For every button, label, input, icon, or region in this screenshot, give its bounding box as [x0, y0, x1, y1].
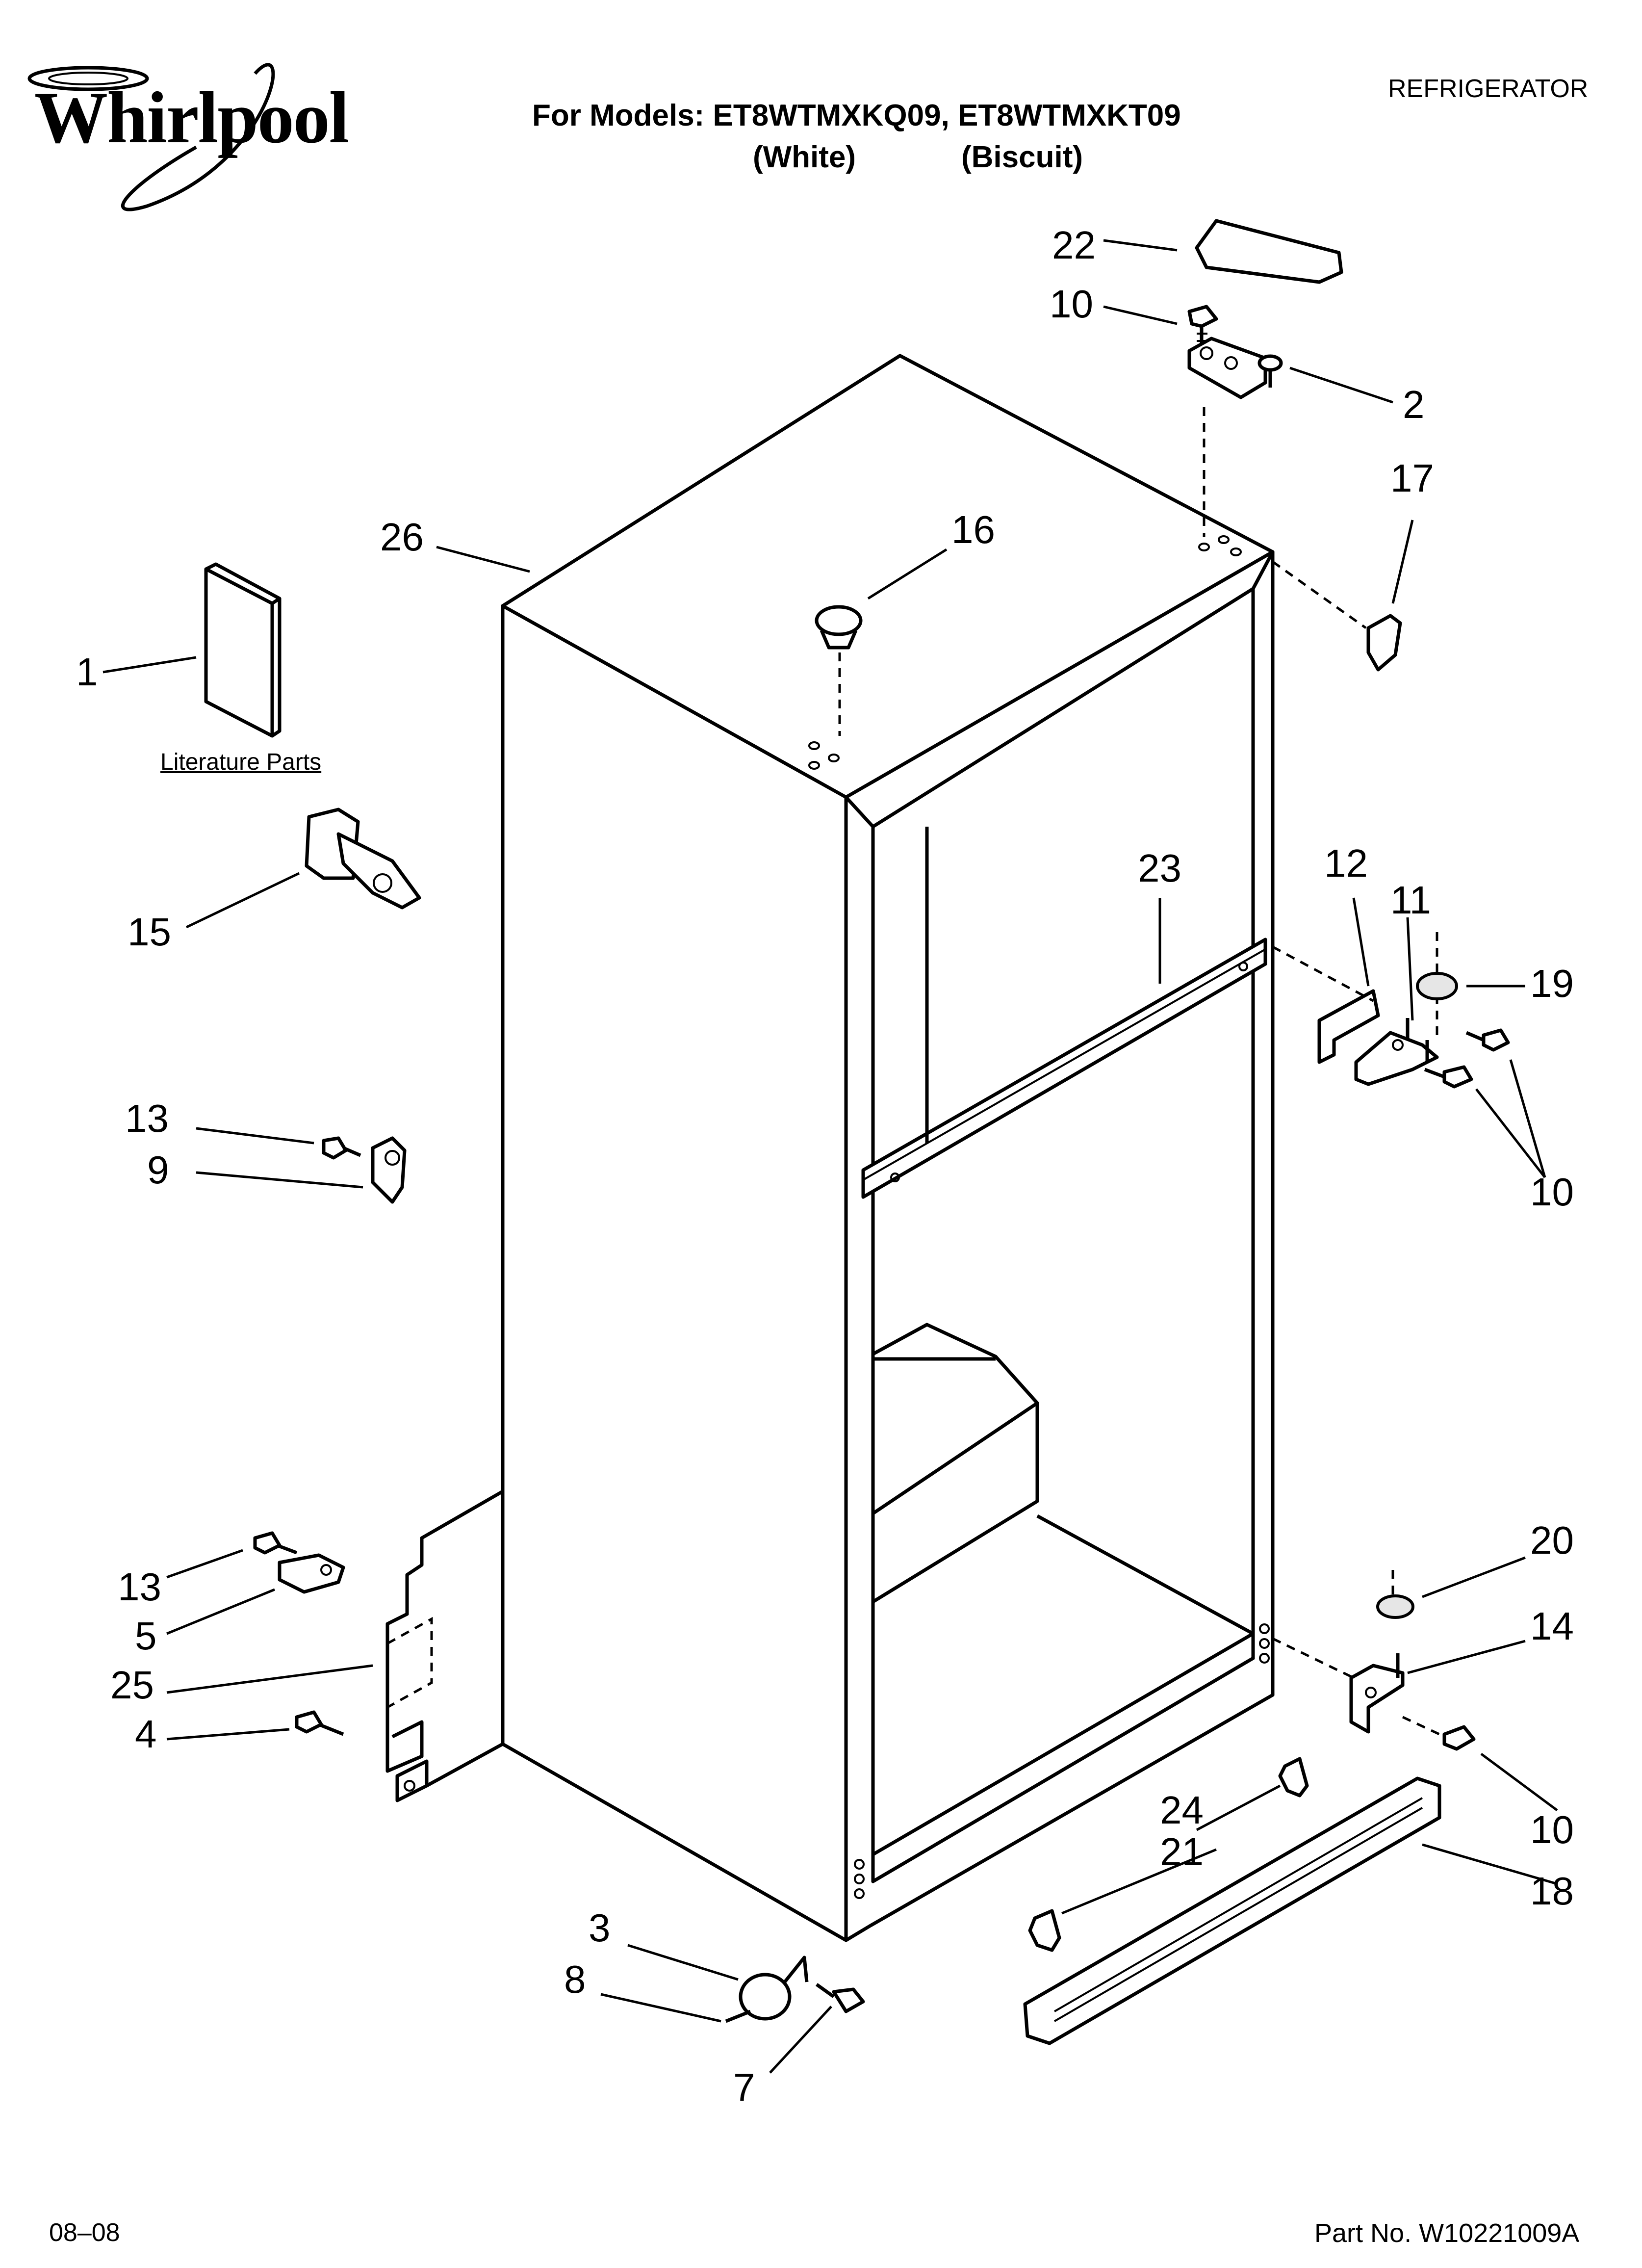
- callout-18: 18: [1530, 1869, 1574, 1913]
- callout-10: 10: [1050, 282, 1093, 326]
- part-15: [305, 808, 421, 910]
- screw-4: [295, 1710, 344, 1736]
- variant-biscuit: (Biscuit): [961, 140, 1083, 174]
- literature-booklet-1: [204, 562, 282, 738]
- rear-bracket-25: [385, 1489, 504, 1802]
- callout-2: 2: [1403, 383, 1425, 426]
- hinge-bracket-12: [1317, 989, 1380, 1064]
- callout-22: 22: [1052, 223, 1096, 267]
- callout-25: 25: [110, 1663, 154, 1707]
- callout-10-lower: 10: [1530, 1808, 1574, 1851]
- callout-24: 24: [1160, 1788, 1204, 1832]
- whirlpool-logo: Whirlpool: [34, 77, 349, 158]
- clip-21-24: [1028, 1757, 1309, 1952]
- callout-1: 1: [76, 650, 98, 694]
- models-heading: For Models: ET8WTMXKQ09, ET8WTMXKT09: [532, 99, 1181, 132]
- washer-19: [1416, 972, 1458, 1000]
- callout-9: 9: [147, 1148, 169, 1192]
- hinge-cover-17: [1366, 614, 1402, 672]
- callout-10-mid: 10: [1530, 1170, 1574, 1214]
- screw-8: [725, 2009, 751, 2023]
- screw-7: [832, 1987, 865, 2013]
- washer-20: [1376, 1594, 1414, 1619]
- toe-grille-18: [1023, 1776, 1441, 2045]
- callout-4: 4: [135, 1712, 157, 1756]
- variant-white: (White): [753, 140, 856, 174]
- clip-5: [278, 1553, 345, 1594]
- date-code: 08–08: [49, 2218, 120, 2247]
- screws-10-mid: [1424, 1028, 1510, 1089]
- part-3: [739, 1955, 809, 2021]
- callout-12: 12: [1324, 841, 1368, 885]
- screw-10: [1187, 305, 1218, 351]
- callout-26: 26: [380, 515, 424, 559]
- callout-16: 16: [951, 508, 995, 551]
- callout-13-upper: 13: [125, 1096, 169, 1140]
- screw-13-lower: [253, 1531, 298, 1555]
- lower-hinge-14: [1349, 1653, 1405, 1734]
- callout-23: 23: [1138, 846, 1181, 890]
- callout-20: 20: [1530, 1518, 1574, 1562]
- bracket-9: [371, 1136, 407, 1204]
- callout-19: 19: [1530, 962, 1574, 1005]
- screw-10-lower: [1442, 1725, 1476, 1751]
- refrigerator-cabinet: [501, 354, 1275, 1942]
- callout-7: 7: [733, 2065, 755, 2109]
- callout-13-lower: 13: [118, 1565, 161, 1609]
- callout-21: 21: [1160, 1830, 1204, 1874]
- plug-16: [815, 605, 863, 650]
- screw-13-upper: [322, 1136, 361, 1160]
- leader-lines: [103, 239, 1558, 2074]
- hinge-cover-22: [1195, 219, 1343, 284]
- callout-11: 11: [1390, 878, 1432, 922]
- callout-3: 3: [589, 1906, 611, 1950]
- logo-swirl: [27, 63, 275, 211]
- top-hinge-2: [1187, 337, 1283, 399]
- part-number: Part No. W10221009A: [1314, 2218, 1580, 2248]
- callout-17: 17: [1390, 456, 1434, 500]
- callout-15: 15: [128, 910, 171, 954]
- literature-parts-label: Literature Parts: [160, 749, 322, 775]
- callout-14: 14: [1530, 1604, 1574, 1648]
- center-hinge-11: [1354, 1018, 1439, 1086]
- callout-5: 5: [135, 1614, 157, 1658]
- section-title: REFRIGERATOR: [1388, 75, 1589, 103]
- callout-8: 8: [564, 1957, 586, 2001]
